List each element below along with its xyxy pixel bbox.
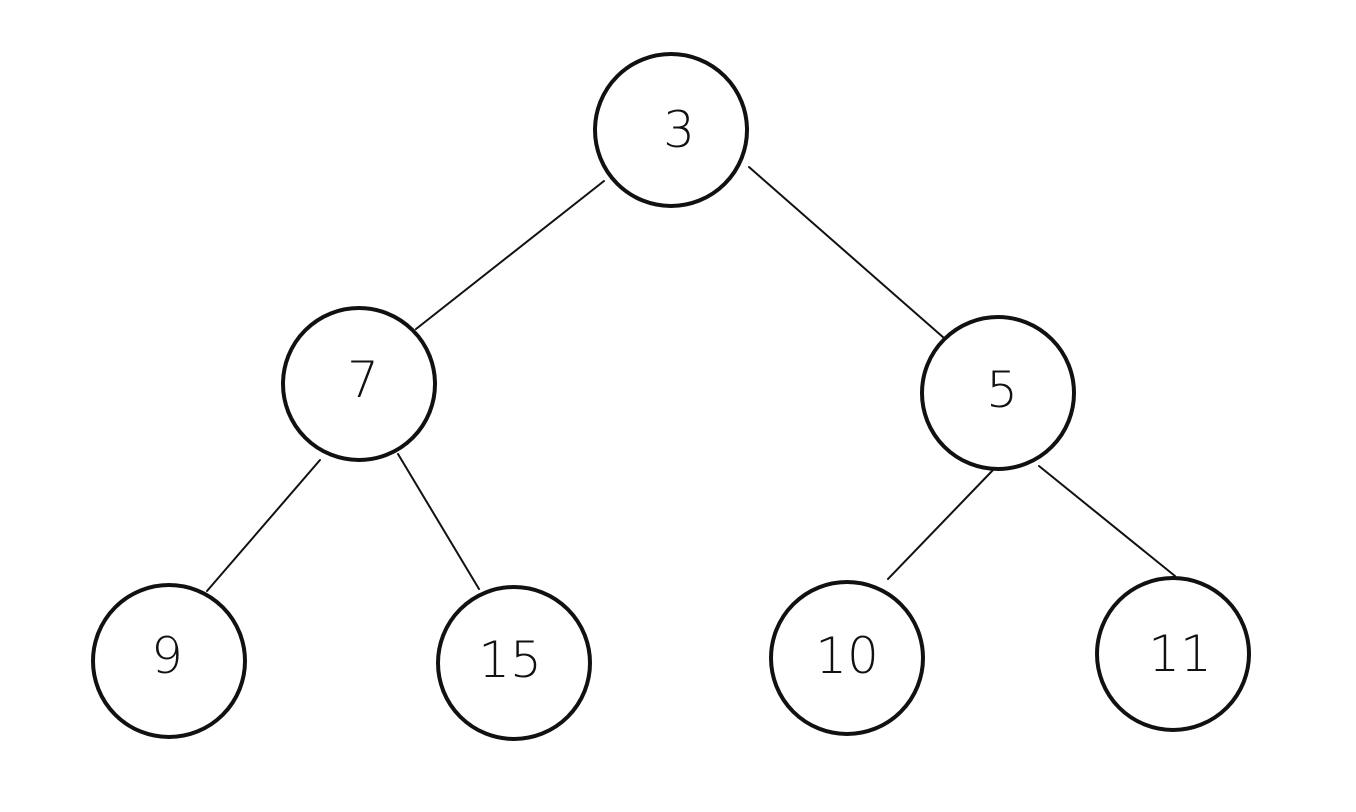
node-circle	[281, 306, 437, 462]
node-label: 3	[663, 101, 695, 159]
tree-node-3: 3	[593, 52, 749, 208]
node-circle	[920, 315, 1076, 471]
edge-5-10	[887, 469, 994, 580]
node-circle	[593, 52, 749, 208]
node-label: 9	[151, 627, 183, 685]
node-label: 15	[478, 631, 542, 689]
node-circle	[769, 580, 925, 736]
node-circle	[1095, 576, 1251, 732]
node-label: 7	[347, 351, 379, 409]
tree-node-9: 9	[91, 583, 247, 739]
edge-5-11	[1038, 465, 1176, 577]
tree-node-11: 11	[1095, 576, 1251, 732]
tree-node-5: 5	[920, 315, 1076, 471]
edge-3-7	[415, 180, 605, 330]
node-label: 5	[986, 361, 1018, 419]
node-label: 10	[815, 627, 879, 685]
tree-node-15: 15	[436, 585, 592, 741]
tree-edges	[206, 166, 1176, 592]
tree-node-7: 7	[281, 306, 437, 462]
node-label: 11	[1148, 625, 1212, 683]
edge-3-5	[748, 166, 945, 339]
edge-7-9	[206, 459, 321, 592]
tree-node-10: 10	[769, 580, 925, 736]
node-circle	[91, 583, 247, 739]
edge-7-15	[397, 453, 480, 590]
node-circle	[436, 585, 592, 741]
